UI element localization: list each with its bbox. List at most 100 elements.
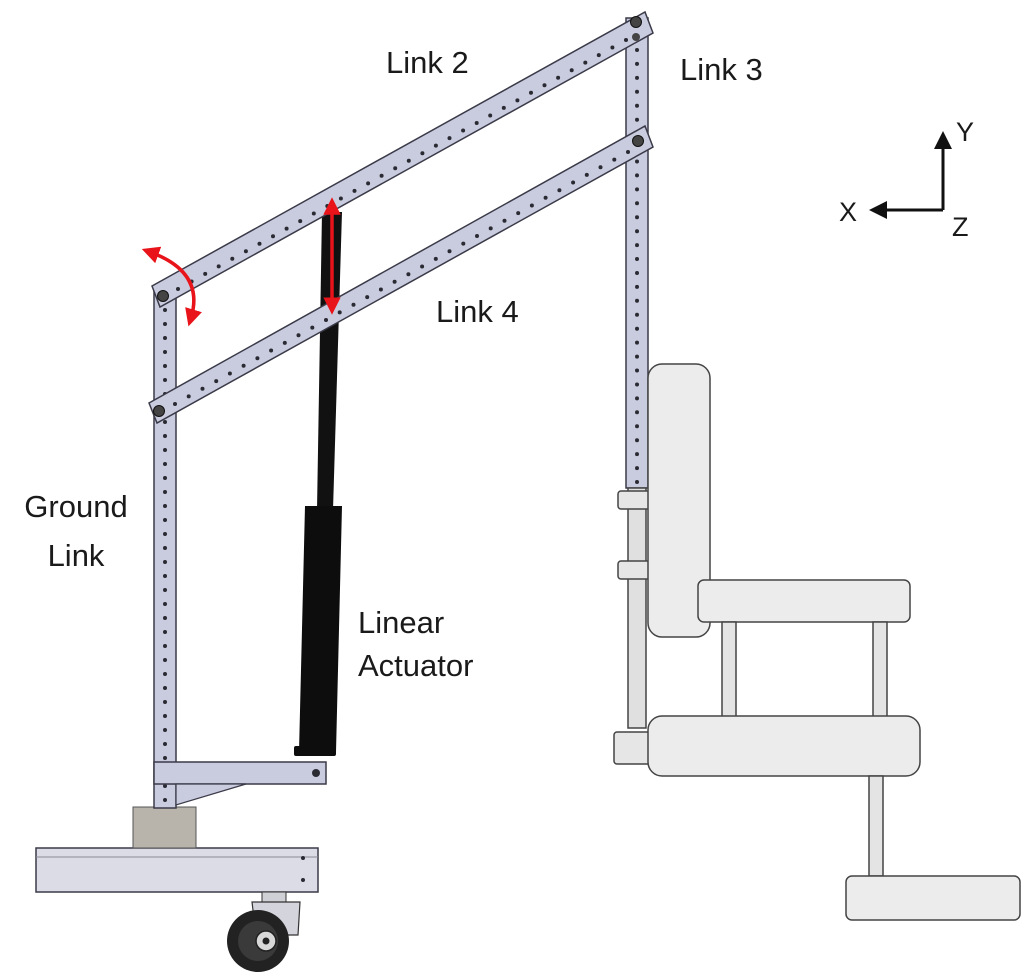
perforation-hole (163, 546, 167, 550)
perforation-hole (163, 714, 167, 718)
perforation-hole (163, 364, 167, 368)
perforation-hole (163, 490, 167, 494)
rotation-arrow (141, 246, 202, 327)
perforation-hole (163, 462, 167, 466)
perforation-hole (447, 249, 452, 254)
perforation-hole (227, 371, 232, 376)
perforation-hole (366, 181, 371, 186)
perforation-hole (163, 448, 167, 452)
perforation-hole (420, 151, 425, 156)
perforation-hole (626, 150, 630, 154)
axis-x-label: X (839, 197, 858, 227)
link4-bar (148, 124, 654, 425)
perforation-hole (284, 226, 289, 231)
perforation-hole (635, 229, 639, 234)
perforation-hole (635, 201, 639, 206)
perforation-hole (351, 302, 356, 307)
perforation-hole (365, 295, 370, 300)
perforation-hole (635, 284, 639, 289)
ground-link-bar (153, 289, 177, 809)
perforation-hole (310, 325, 315, 330)
perforation-hole (420, 264, 425, 269)
perforation-hole (163, 336, 167, 340)
perforation-hole (216, 264, 221, 269)
perforation-hole (635, 173, 639, 178)
perforation-hole (635, 298, 639, 303)
perforation-hole (612, 157, 617, 162)
perforation-hole (461, 241, 466, 246)
perforation-hole (635, 103, 639, 108)
perforation-hole (243, 249, 248, 254)
perforation-hole (163, 420, 167, 424)
perforation-hole (635, 89, 639, 94)
link3-bar (625, 17, 649, 489)
perforation-hole (163, 322, 167, 326)
perforation-hole (635, 326, 639, 331)
perforation-hole (203, 271, 208, 276)
actuator-mount-bracket (153, 761, 327, 806)
perforation-hole (163, 476, 167, 480)
perforation-hole (542, 83, 547, 88)
ground-link-label-line2: Link (47, 537, 105, 573)
perforation-hole (635, 452, 639, 457)
perforation-hole (569, 68, 574, 73)
perforation-hole (635, 396, 639, 401)
perforation-hole (163, 672, 167, 676)
perforation-hole (596, 53, 601, 58)
perforation-hole (635, 424, 639, 429)
perforation-hole (393, 166, 398, 171)
perforation-hole (163, 518, 167, 522)
perforation-hole (557, 188, 562, 193)
perforation-hole (635, 187, 639, 192)
perforation-hole (556, 75, 561, 80)
perforation-hole (163, 350, 167, 354)
perforation-hole (296, 333, 301, 338)
perforation-hole (163, 644, 167, 648)
seat-assembly (613, 363, 1021, 921)
perforation-hole (163, 756, 167, 760)
perforation-hole (635, 75, 639, 80)
perforation-hole (447, 136, 452, 141)
linear-actuator-label-line2: Actuator (358, 647, 474, 683)
perforation-hole (635, 382, 639, 387)
perforation-hole (338, 196, 343, 201)
perforation-hole (392, 279, 397, 284)
perforation-hole (163, 798, 167, 802)
perforation-hole (571, 180, 576, 185)
perforation-hole (325, 204, 330, 208)
ground-link-label: Ground Link (6, 488, 146, 576)
linear-actuator-label-line1: Linear (358, 605, 445, 640)
perforation-hole (241, 363, 246, 368)
coordinate-axes (869, 131, 952, 219)
perforation-hole (163, 532, 167, 536)
perforation-hole (433, 256, 438, 261)
perforation-hole (163, 434, 167, 438)
perforation-hole (488, 226, 493, 231)
perforation-hole (378, 287, 383, 292)
perforation-hole (163, 504, 167, 508)
perforation-hole (583, 60, 588, 65)
perforation-hole (543, 195, 548, 200)
perforation-hole (163, 308, 167, 312)
perforation-hole (163, 574, 167, 578)
perforation-hole (433, 143, 438, 148)
perforation-hole (337, 310, 342, 315)
perforation-hole (176, 287, 180, 291)
perforation-hole (474, 121, 479, 125)
perforation-hole (163, 630, 167, 634)
perforation-hole (635, 48, 639, 52)
perforation-hole (502, 218, 507, 223)
perforation-hole (282, 340, 287, 345)
perforation-hole (163, 616, 167, 620)
perforation-hole (173, 402, 177, 406)
linear-actuator (294, 212, 342, 756)
perforation-hole (163, 700, 167, 704)
perforation-hole (324, 318, 328, 322)
perforation-hole (186, 394, 191, 399)
perforation-hole (163, 602, 167, 606)
perforation-hole (406, 272, 411, 277)
perforation-hole (598, 165, 603, 170)
perforation-hole (163, 742, 167, 746)
perforation-hole (529, 203, 534, 208)
